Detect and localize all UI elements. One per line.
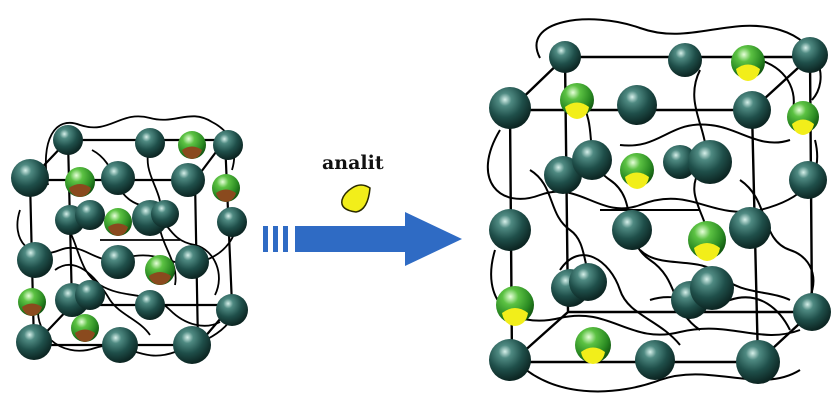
crosslinker-sphere <box>171 163 205 197</box>
bound-analyte-site-icon <box>496 286 534 326</box>
left-template-sites <box>18 131 240 342</box>
crosslinker-sphere <box>549 41 581 73</box>
crosslinker-sphere <box>663 145 697 179</box>
crosslinker-sphere <box>75 280 105 310</box>
template-site-icon <box>18 288 46 316</box>
crosslinker-sphere <box>572 140 612 180</box>
right-spheres <box>489 37 831 384</box>
crosslinker-sphere <box>173 326 211 364</box>
analyte-label: analit <box>322 152 384 174</box>
crosslinker-sphere <box>489 209 531 251</box>
crosslinker-sphere <box>544 156 582 194</box>
crosslinker-sphere <box>53 125 83 155</box>
template-site-icon <box>65 167 95 197</box>
crosslinker-sphere <box>217 207 247 237</box>
right-polymer-chains <box>486 18 822 393</box>
right-bound-sites <box>496 45 819 364</box>
template-site-icon <box>212 174 240 202</box>
crosslinker-sphere <box>489 339 531 381</box>
bound-analyte-site-icon <box>787 101 819 135</box>
crosslinker-sphere <box>635 340 675 380</box>
template-site-icon <box>145 255 175 285</box>
template-site-icon <box>104 208 132 236</box>
bound-analyte-site-icon <box>688 221 726 261</box>
bound-analyte-site-icon <box>620 153 654 189</box>
crosslinker-sphere <box>135 128 165 158</box>
bound-analyte-site-icon <box>560 83 594 119</box>
crosslinker-sphere <box>102 327 138 363</box>
crosslinker-sphere <box>792 37 828 73</box>
crosslinker-sphere <box>668 43 702 77</box>
crosslinker-sphere <box>612 210 652 250</box>
crosslinker-sphere <box>11 159 49 197</box>
bound-analyte-site-icon <box>575 327 611 364</box>
crosslinker-sphere <box>729 207 771 249</box>
left-polymer-chains <box>16 115 239 357</box>
template-site-icon <box>71 314 99 342</box>
crosslinker-sphere <box>17 242 53 278</box>
crosslinker-sphere <box>617 85 657 125</box>
crosslinker-sphere <box>151 200 179 228</box>
reaction-arrow-icon <box>263 212 462 266</box>
crosslinker-sphere <box>688 140 732 184</box>
left-spheres <box>11 125 248 364</box>
crosslinker-sphere <box>736 340 780 384</box>
crosslinker-sphere <box>793 293 831 331</box>
crosslinker-sphere <box>569 263 607 301</box>
crosslinker-sphere <box>789 161 827 199</box>
imprinted-polymer-network-icon <box>11 115 248 364</box>
crosslinker-sphere <box>216 294 248 326</box>
crosslinker-sphere <box>75 200 105 230</box>
crosslinker-sphere <box>489 87 531 129</box>
analyte-drop-icon <box>341 184 371 213</box>
crosslinker-sphere <box>690 266 734 310</box>
crosslinker-sphere <box>135 290 165 320</box>
crosslinker-sphere <box>101 245 135 279</box>
crosslinker-sphere <box>16 324 52 360</box>
crosslinker-sphere <box>213 130 243 160</box>
template-site-icon <box>178 131 206 159</box>
crosslinker-sphere <box>175 245 209 279</box>
crosslinker-sphere <box>101 161 135 195</box>
crosslinker-sphere <box>733 91 771 129</box>
swollen-polymer-network-icon <box>486 18 831 393</box>
bound-analyte-site-icon <box>731 45 765 81</box>
